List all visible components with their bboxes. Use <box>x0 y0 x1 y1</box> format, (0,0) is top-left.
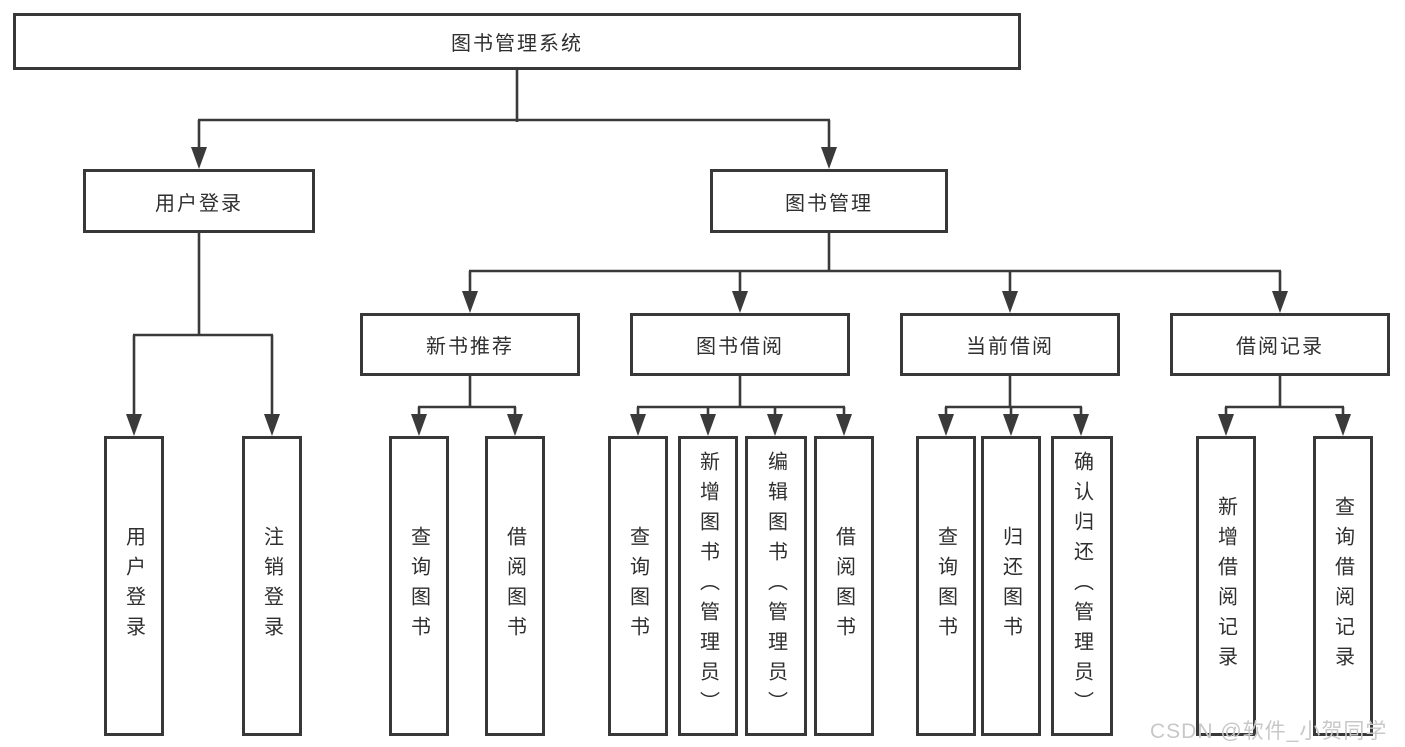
leaf-logout: 注销登录 <box>242 436 302 736</box>
node-book-borrow: 图书借阅 <box>630 313 850 376</box>
leaf-borrow-books-recommend: 借阅图书 <box>485 436 545 736</box>
node-book-management: 图书管理 <box>710 169 948 233</box>
node-user-login: 用户登录 <box>83 169 315 233</box>
leaf-user-login: 用户登录 <box>104 436 164 736</box>
leaf-confirm-return-admin: 确认归还（管理员） <box>1051 436 1113 736</box>
node-library-system-root: 图书管理系统 <box>13 13 1021 70</box>
node-borrow-records: 借阅记录 <box>1170 313 1390 376</box>
csdn-watermark: CSDN @软件_小贺同学 <box>1150 720 1388 743</box>
leaf-add-books-admin: 新增图书（管理员） <box>678 436 738 736</box>
leaf-return-books: 归还图书 <box>981 436 1041 736</box>
leaf-query-books-borrow: 查询图书 <box>608 436 668 736</box>
leaf-query-books-recommend: 查询图书 <box>389 436 449 736</box>
leaf-edit-books-admin: 编辑图书（管理员） <box>745 436 807 736</box>
leaf-query-books-current: 查询图书 <box>916 436 976 736</box>
node-new-book-recommend: 新书推荐 <box>360 313 580 376</box>
leaf-borrow-books: 借阅图书 <box>814 436 874 736</box>
node-current-borrow: 当前借阅 <box>900 313 1120 376</box>
leaf-query-borrow-record: 查询借阅记录 <box>1313 436 1373 736</box>
leaf-add-borrow-record: 新增借阅记录 <box>1196 436 1256 736</box>
